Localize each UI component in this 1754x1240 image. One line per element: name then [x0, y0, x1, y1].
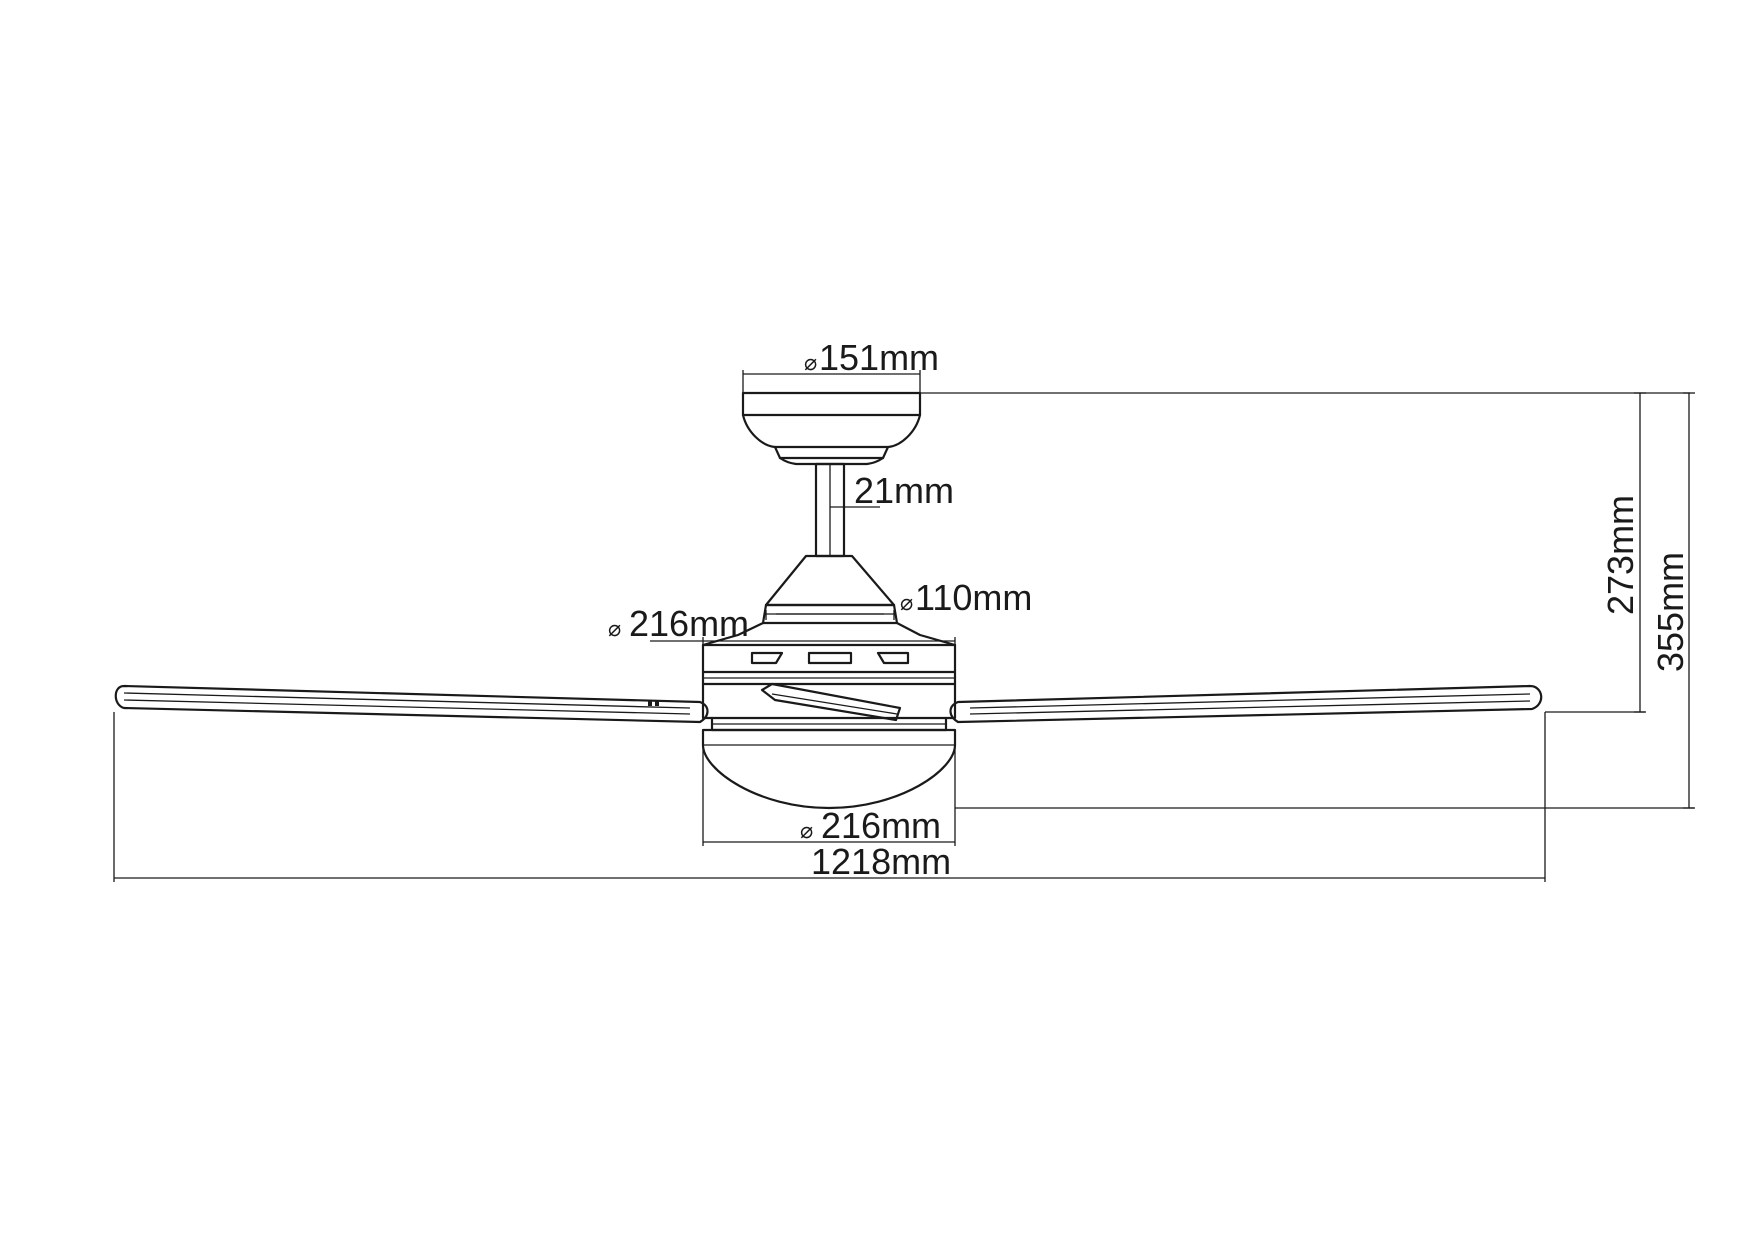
overall-height-label: 355mm [1650, 552, 1691, 672]
motor-top-diameter-label: 110mm [915, 577, 1032, 618]
dim-canopy-diameter: ⌀ 151mm [742, 337, 939, 393]
light-kit-diameter-label: 216mm [821, 805, 941, 846]
dim-light-kit-diameter: ⌀ 216mm [702, 745, 956, 846]
diameter-symbol: ⌀ [900, 590, 913, 615]
downrod-diameter-label: 21mm [854, 470, 954, 511]
vent-slot-right [876, 651, 910, 665]
diameter-symbol: ⌀ [800, 818, 813, 843]
motor-housing-diameter-label: 216mm [629, 603, 749, 644]
diameter-symbol: ⌀ [608, 616, 621, 641]
ceiling-to-blade-height-label: 273mm [1600, 495, 1641, 615]
ceiling-canopy [741, 391, 922, 466]
dim-downrod-diameter: 21mm [830, 470, 954, 511]
fan-blade-left [114, 684, 709, 724]
dim-overall-span: 1218mm [113, 712, 1546, 882]
overall-span-label: 1218mm [811, 841, 951, 882]
light-kit-bowl [701, 728, 957, 810]
dim-ceiling-to-blade-height: 273mm [920, 392, 1690, 713]
blade-bracket [760, 682, 902, 722]
canopy-diameter-label: 151mm [819, 337, 939, 378]
vent-slot-left [750, 651, 784, 665]
vent-slot-middle [807, 651, 853, 665]
diameter-symbol: ⌀ [804, 350, 817, 375]
dim-motor-top-diameter: ⌀ 110mm [765, 577, 1032, 620]
dim-motor-housing-diameter: ⌀ 216mm [608, 603, 956, 672]
downrod [814, 462, 846, 558]
dim-overall-height: 355mm [955, 392, 1695, 809]
fan-blade-right [949, 684, 1543, 724]
